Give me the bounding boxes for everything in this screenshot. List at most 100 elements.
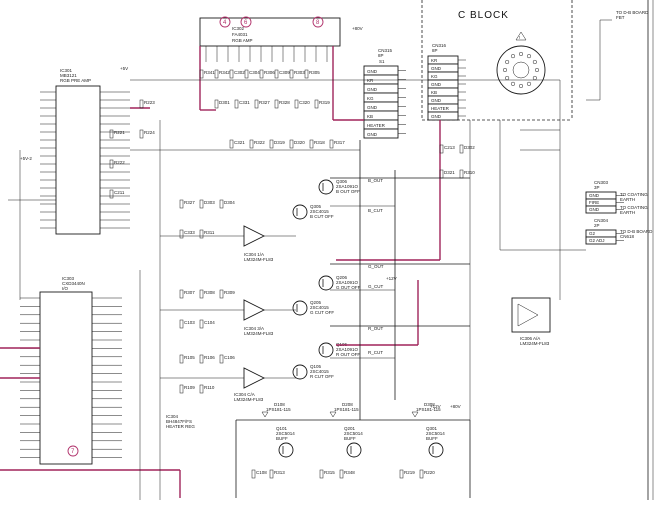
component-ref: R220 [424,470,435,475]
component-ref: R319 [319,100,330,105]
component-ref: R221 [114,130,125,135]
cn303-ref: CN303 [594,180,609,185]
cn315-pin-label: GND [367,69,378,74]
transistor-role: G OUT OFF [336,285,361,290]
opamp-g-part: LM324M-FL83 [244,331,274,336]
transistor-role: G CUT OFF [310,310,334,315]
diode-ref: D308 [424,402,435,407]
component-ref: R305 [309,70,320,75]
transistor-role: R OUT OFF [336,352,360,357]
transistor-role: B CUT OFF [310,214,334,219]
passive-component [314,99,319,109]
rail-label: +12V [430,404,441,409]
passive-component [199,319,204,329]
transistor-symbol [346,442,362,458]
transistor-ref: Q306 [336,179,348,184]
transistor-part: 2SA1091O [336,184,359,189]
passive-component [269,139,274,149]
ic302-part: FA4031 [232,32,248,37]
cn316-pin-label: KG [431,74,438,79]
opamp-r-ref: IC304 C/A [234,392,255,397]
cn315-side: S1 [379,59,385,64]
diode-part: 1PS181-115 [416,407,441,412]
ic304-part: BH4847F/FS [166,419,192,424]
passive-component [459,169,464,179]
component-ref: R315 [324,470,335,475]
passive-component [244,69,249,79]
cn304-pins: 2P [594,223,600,228]
component-ref: C333 [184,230,195,235]
circled-mark [240,16,252,28]
passive-component [234,99,239,109]
cn303-note: EARTH [620,197,635,202]
cn316-pin-label: GND [431,66,442,71]
transistor-role: B OUT OFF [336,189,360,194]
passive-component [179,384,184,394]
passive-component [319,469,324,479]
crt-socket-center [512,61,530,79]
ic303-ref: IC303 [62,276,75,281]
component-ref: R105 [184,355,195,360]
passive-component [199,69,204,79]
passive-component [309,139,314,149]
signal-r-out: R_OUT [368,326,384,331]
cn303-note: TO COATING [620,205,648,210]
cn315-pins: 8P [378,53,384,58]
cn315-pin-label: KR [367,78,374,83]
opamp-b-ref: IC304 1/A [244,252,264,257]
opamp-b [243,225,266,247]
rail-label: +80V [352,26,363,31]
component-ref: D303 [204,200,215,205]
ic304-desc: HEATER REG [166,424,195,429]
circled-mark [67,445,79,457]
transistor-part: 2SA1091O [336,347,359,352]
signal-g-cut: G_CUT [368,284,384,289]
component-ref: D321 [444,170,455,175]
component-ref: R309 [224,290,235,295]
circled-mark [219,16,231,28]
transistor-symbol [428,442,444,458]
opamp-r-part: LM324M-FL83 [234,397,264,402]
ic301-ref: IC301 [60,68,73,73]
transistor-symbol [292,300,308,316]
component-ref: R342 [219,70,230,75]
diode-symbol [329,411,337,418]
warning-mark: ! [519,35,520,40]
cn315-ref: CN315 [378,48,393,53]
passive-component [419,469,424,479]
ic306-ref: IC306 A/A [520,336,540,341]
cn315-pin-label: KG [367,96,374,101]
socket-pin [534,67,540,73]
crt-socket [496,45,546,95]
cn315-pin-label: GND [367,87,378,92]
cn303-note: TO COATING [620,192,648,197]
fbt-note: FBT [616,15,625,20]
component-ref: C106 [224,355,235,360]
component-ref: R223 [144,100,155,105]
cn315-pin-label: HEATER [367,123,386,128]
component-ref: R313 [274,470,285,475]
passive-component [219,199,224,209]
cn316-pin-label: KR [431,58,438,63]
circled-mark [312,16,324,28]
ic301-body [55,85,101,235]
socket-pin [502,67,508,73]
component-ref: R341 [204,70,215,75]
component-ref: R327 [184,200,195,205]
transistor-ref: Q201 [344,426,356,431]
opamp-g [243,299,266,321]
passive-component [179,354,184,364]
component-ref: R318 [314,140,325,145]
ic303-desc: I/O [62,286,69,291]
passive-component [199,229,204,239]
cn303-pin-label: GND [589,207,600,212]
cn315-pin-label: GND [367,132,378,137]
passive-component [259,69,264,79]
ic303-part: CXD3440N [62,281,85,286]
transistor-ref: Q305 [310,204,322,209]
diode-ref: D208 [342,402,353,407]
diode-part: 1PS181-115 [266,407,291,412]
